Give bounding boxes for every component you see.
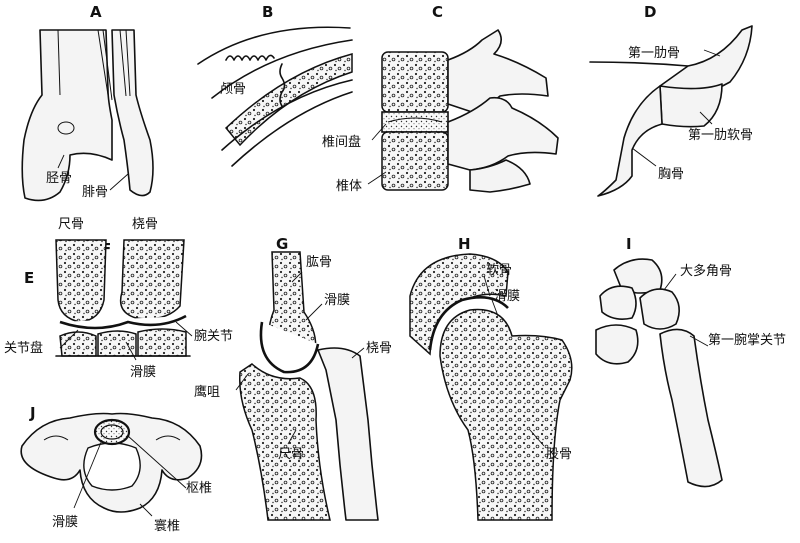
sternum-shape: [597, 85, 663, 197]
panel-letter-j: J: [29, 404, 36, 422]
label-e-ulna: 尺骨: [58, 217, 84, 232]
label-g-humerus: 肱骨: [306, 255, 332, 270]
label-first-rib: 第一肋骨: [628, 46, 680, 61]
label-g-ulna: 尺骨: [278, 447, 304, 462]
j-dens-shape: [93, 418, 131, 446]
panel-a: A 胫骨 腓骨: [21, 3, 154, 202]
panel-letter-h: H: [458, 235, 471, 253]
g-radius-shape: [317, 347, 379, 521]
vertebra-upper: [381, 51, 449, 113]
label-j-synovium: 滑膜: [52, 515, 78, 530]
label-e-radius: 桡骨: [132, 217, 158, 232]
panel-letter-g: G: [276, 235, 288, 253]
fibula-shape: [111, 29, 154, 197]
label-h-cartilage: 软骨: [486, 263, 512, 278]
panel-d: D 第一肋骨 第一肋软骨 胸骨: [589, 3, 753, 197]
label-disc: 椎间盘: [322, 134, 361, 150]
label-tibia: 胫骨: [46, 171, 72, 186]
e-radius-shape: [119, 239, 185, 320]
label-vertebral-body: 椎体: [336, 179, 362, 194]
label-fibula: 腓骨: [82, 184, 108, 200]
label-g-synovium: 滑膜: [324, 293, 350, 308]
panel-c: C 椎间盘 椎体: [322, 3, 559, 194]
panel-e: E F 尺骨 桡骨 关节盘 腕关节 滑膜: [4, 217, 233, 380]
panel-g: G 肱骨 滑膜 桡骨 鹰咀 尺骨: [194, 235, 392, 521]
i-first-metacarpal-shape: [659, 328, 723, 488]
panel-letter-i: I: [626, 235, 632, 253]
label-i-first-cmc-joint: 第一腕掌关节: [708, 332, 786, 348]
label-j-atlas: 寰椎: [154, 518, 180, 534]
vertebra-lower: [381, 131, 449, 191]
first-rib-cartilage-shape: [659, 83, 723, 128]
label-g-olecranon: 鹰咀: [194, 384, 220, 400]
label-e-synovium: 滑膜: [130, 365, 156, 380]
label-skull: 颅骨: [220, 82, 246, 97]
label-e-articular-disc: 关节盘: [4, 340, 43, 356]
h-femur-shape: [439, 308, 573, 521]
label-g-radius: 桡骨: [366, 341, 392, 356]
label-j-axis: 枢椎: [186, 481, 212, 496]
panel-letter-b: B: [262, 3, 273, 21]
label-h-synovium: 滑膜: [494, 289, 520, 304]
e-ulna-shape: [55, 239, 107, 323]
panel-i: I 大多角骨 第一腕掌关节: [595, 235, 786, 488]
tibia-shape: [21, 29, 113, 202]
label-first-rib-cartilage: 第一肋软骨: [688, 128, 753, 143]
panel-letter-e: E: [24, 269, 34, 287]
panel-j: J 滑膜 枢椎 寰椎: [20, 404, 212, 534]
i-trapezium-shape: [639, 288, 680, 330]
panel-letter-a: A: [90, 3, 102, 21]
g-ulna-shape: [239, 363, 331, 521]
panel-letter-d: D: [644, 3, 656, 21]
panel-letter-c: C: [432, 3, 443, 21]
label-e-wrist-joint: 腕关节: [194, 328, 233, 344]
intervertebral-disc: [381, 111, 449, 133]
panel-b: B 颅骨: [197, 3, 353, 167]
label-h-femur: 股骨: [546, 447, 572, 462]
label-sternum: 胸骨: [658, 167, 684, 182]
label-i-trapezium: 大多角骨: [680, 263, 732, 279]
panel-h: H 软骨 滑膜 股骨: [409, 235, 573, 521]
